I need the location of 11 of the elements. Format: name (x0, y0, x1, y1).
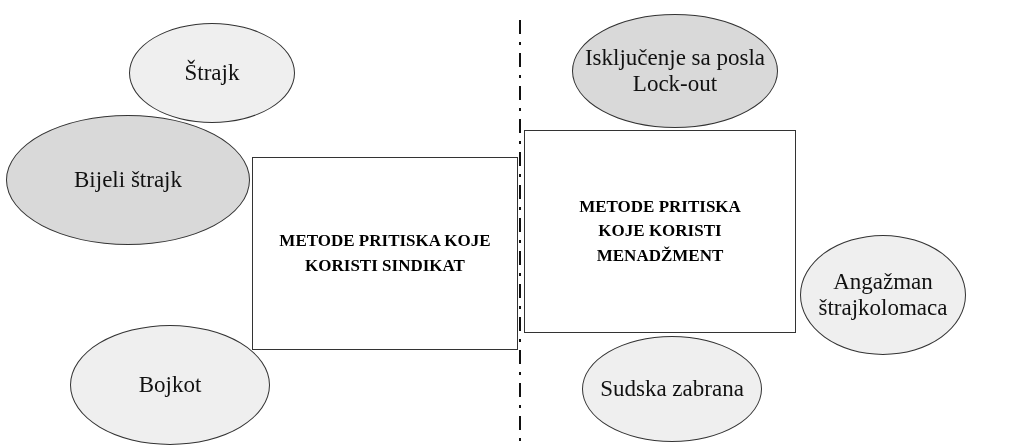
heading-text: METODE PRITISKA KOJE KORISTI SINDIKAT (278, 229, 492, 277)
node-label: Isključenje sa posla (584, 45, 766, 71)
rectangle-node (524, 130, 796, 333)
rectangle-node (252, 157, 518, 350)
node-label: Bijeli štrajk (74, 167, 182, 193)
node-label: Bojkot (138, 372, 202, 398)
node-label: Sudska zabrana (600, 376, 744, 402)
node-label: Štrajk (184, 60, 240, 86)
node-label: Lock-out (632, 71, 718, 97)
node-label: Angažman štrajkolomaca (817, 269, 949, 321)
heading-text: METODE PRITISKA KOJE KORISTI MENADŽMENT (578, 195, 742, 267)
